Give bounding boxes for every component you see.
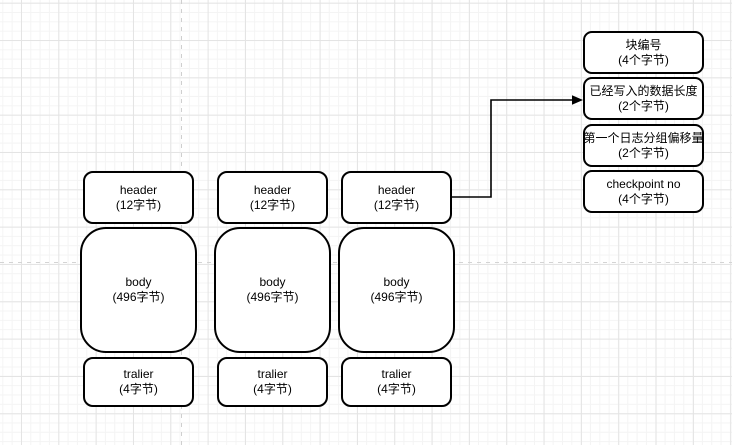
connector-arrowhead-icon [572, 95, 583, 105]
record1-header-size: (12字节) [115, 197, 162, 212]
record2-body-box[interactable]: body (496字节) [214, 227, 331, 353]
record3-body-box[interactable]: body (496字节) [338, 227, 455, 353]
field-block-number-size: (4个字节) [618, 52, 669, 67]
field-checkpoint-no-label: checkpoint no [606, 176, 681, 191]
field-written-data-length-box[interactable]: 已经写入的数据长度 (2个字节) [583, 77, 704, 120]
field-written-data-length-size: (2个字节) [618, 98, 669, 113]
record1-header-label: header [119, 182, 158, 197]
record3-trailer-box[interactable]: tralier (4字节) [341, 357, 452, 407]
field-checkpoint-no-size: (4个字节) [618, 191, 669, 206]
record1-body-label: body [125, 275, 152, 289]
field-first-log-group-offset-size: (2个字节) [618, 145, 669, 160]
record1-trailer-size: (4字节) [119, 382, 158, 396]
record1-trailer-box[interactable]: tralier (4字节) [83, 357, 194, 407]
record2-header-label: header [253, 182, 292, 197]
record3-header-box[interactable]: header (12字节) [341, 171, 452, 224]
record3-header-size: (12字节) [373, 197, 420, 212]
record2-trailer-box[interactable]: tralier (4字节) [217, 357, 328, 407]
record3-header-label: header [377, 182, 416, 197]
field-checkpoint-no-box[interactable]: checkpoint no (4个字节) [583, 170, 704, 213]
record1-trailer-label: tralier [123, 367, 154, 381]
connector-arrow-line[interactable] [452, 99, 575, 198]
record1-header-box[interactable]: header (12字节) [83, 171, 194, 224]
record2-trailer-size: (4字节) [253, 382, 292, 396]
field-written-data-length-label: 已经写入的数据长度 [589, 83, 698, 98]
record1-body-size: (496字节) [112, 290, 165, 304]
record2-header-box[interactable]: header (12字节) [217, 171, 328, 224]
record2-header-size: (12字节) [249, 197, 296, 212]
field-first-log-group-offset-label: 第一个日志分组偏移量 [583, 130, 704, 145]
record2-body-label: body [259, 275, 286, 289]
field-block-number-label: 块编号 [625, 37, 662, 52]
record3-body-label: body [383, 275, 410, 289]
field-first-log-group-offset-box[interactable]: 第一个日志分组偏移量 (2个字节) [583, 124, 704, 167]
record3-body-size: (496字节) [370, 290, 423, 304]
record1-body-box[interactable]: body (496字节) [80, 227, 197, 353]
record2-body-size: (496字节) [246, 290, 299, 304]
record3-trailer-size: (4字节) [377, 382, 416, 396]
field-block-number-box[interactable]: 块编号 (4个字节) [583, 31, 704, 74]
record2-trailer-label: tralier [257, 367, 288, 381]
record3-trailer-label: tralier [381, 367, 412, 381]
